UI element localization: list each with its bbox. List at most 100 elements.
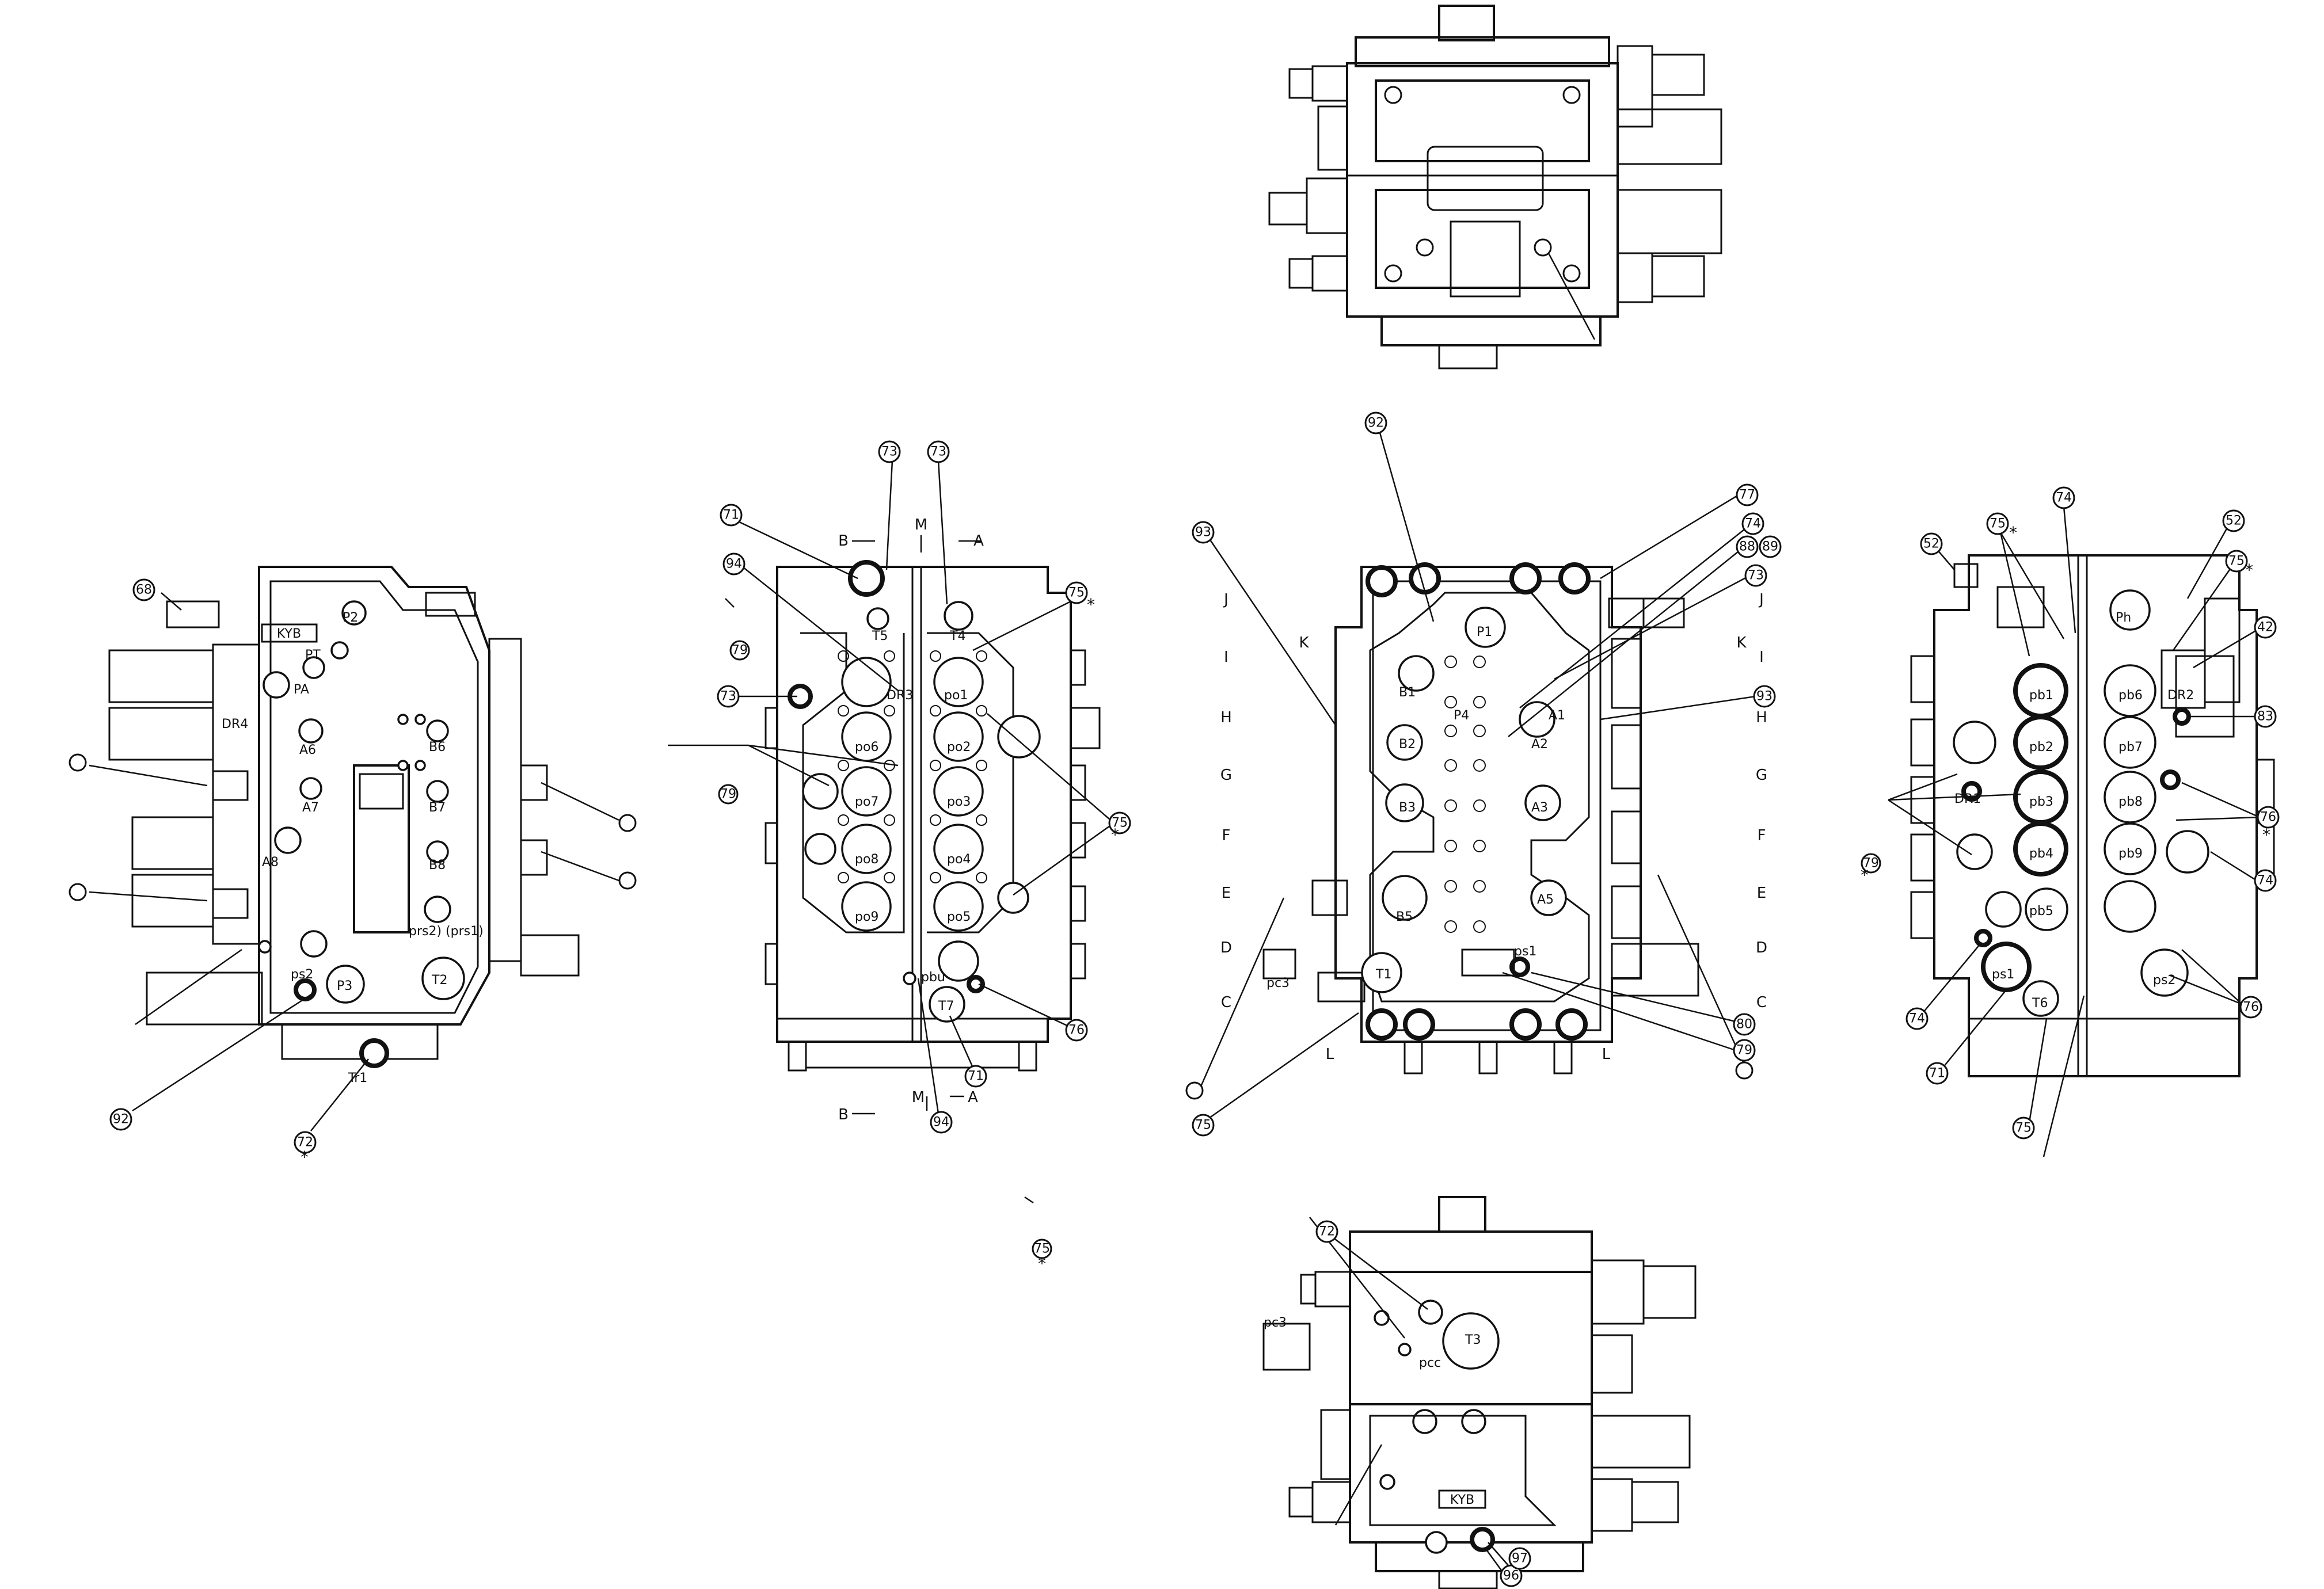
svg-text:97: 97	[1512, 1552, 1528, 1566]
section-letter: G	[1756, 767, 1767, 784]
port-label: pcc	[1419, 1356, 1441, 1370]
port-label: pbu	[921, 970, 945, 985]
port-label: ps1	[1992, 967, 2014, 982]
svg-text:73: 73	[1748, 569, 1764, 583]
callout-bubble: 77	[1736, 483, 1759, 506]
svg-text:74: 74	[1909, 1012, 1925, 1026]
star-mark: *	[301, 1148, 309, 1167]
port-label: pb9	[2118, 847, 2143, 861]
svg-text:75: 75	[1195, 1118, 1211, 1133]
svg-text:94: 94	[726, 557, 742, 571]
callout-bubble: 74	[1741, 512, 1764, 535]
section-letter: G	[1220, 767, 1232, 784]
svg-text:75: 75	[2015, 1121, 2032, 1135]
svg-text:73: 73	[881, 445, 897, 459]
section-letter: F	[1222, 827, 1231, 844]
port-label: T6	[2032, 996, 2048, 1011]
port-label: po2	[947, 740, 971, 755]
port-label: DR2	[2167, 688, 2194, 703]
port-label: P4	[1454, 708, 1469, 723]
section-letter: C	[1756, 994, 1767, 1011]
section-letter: C	[1221, 994, 1231, 1011]
left-side-view: KYB P2 PT PA DR4 B6 A6 A7 B7 A8 B8	[69, 566, 637, 1167]
section-letter: J	[1758, 591, 1764, 608]
svg-text:76: 76	[2260, 810, 2276, 825]
svg-text:76: 76	[2243, 1000, 2259, 1015]
svg-text:79: 79	[720, 787, 736, 802]
callout-bubble: 76	[2239, 996, 2262, 1019]
svg-text:71: 71	[968, 1069, 984, 1084]
port-label: po9	[855, 910, 878, 924]
section-letter: H	[1220, 709, 1232, 726]
port-label: T4	[949, 629, 965, 643]
port-label: T7	[938, 999, 954, 1013]
svg-text:79: 79	[732, 643, 748, 658]
svg-text:88: 88	[1739, 540, 1755, 554]
svg-text:77: 77	[1739, 488, 1755, 502]
callout-bubble: 75	[1192, 1114, 1215, 1137]
port-label: PT	[305, 648, 321, 662]
port-label: pb3	[2029, 795, 2053, 809]
callout-bubble: 75	[2012, 1117, 2035, 1140]
svg-text:96: 96	[1503, 1569, 1519, 1583]
port-label: P3	[337, 979, 352, 993]
port-label: po5	[947, 910, 971, 924]
port-label: pb4	[2029, 847, 2053, 861]
port-label: po1	[944, 688, 968, 703]
port-label: DR3	[887, 688, 913, 703]
callout-bubble: 71	[720, 504, 743, 527]
callout-bubble: 94	[722, 552, 745, 576]
section-letter: I	[1224, 649, 1228, 666]
port-label: DR4	[222, 717, 248, 731]
callout-bubble: 92	[1364, 411, 1387, 435]
port-label: pb2	[2029, 740, 2053, 755]
svg-text:79: 79	[1863, 856, 1879, 871]
port-label: po3	[947, 795, 971, 809]
port-label: pb1	[2029, 688, 2053, 703]
port-label: A2	[1531, 737, 1548, 752]
section-letter: J	[1223, 591, 1228, 608]
callout-bubble: 75	[1108, 811, 1131, 834]
callout-bubble: 52	[1920, 532, 1943, 555]
port-label: T3	[1465, 1333, 1481, 1347]
port-label: T1	[1375, 967, 1391, 982]
callout-bubble: 74	[2254, 869, 2277, 892]
port-label: ps2	[2153, 973, 2175, 988]
kyb-logo-bottom: KYB	[1450, 1493, 1474, 1507]
callout-bubble: 75	[1986, 512, 2009, 535]
callout-bubble: 52	[2222, 509, 2245, 532]
kyb-logo-left: KYB	[277, 627, 301, 641]
port-label: po8	[855, 852, 878, 867]
section-mark: B	[838, 1106, 849, 1123]
callout-bubble: 42	[2254, 616, 2277, 639]
port-label: ps2	[291, 967, 313, 982]
svg-text:52: 52	[2226, 514, 2242, 528]
callout-bubble: 71	[1926, 1062, 1949, 1085]
port-label: A1	[1549, 708, 1565, 723]
svg-text:72: 72	[297, 1135, 313, 1150]
callout-bubble: 72	[1315, 1220, 1338, 1243]
callout-bubble: 79	[1733, 1039, 1756, 1062]
center-view: P1 B1 P4 A1 B2 A2 B3 A3 A5 B5 T1 ps1 pc3…	[1185, 411, 1782, 1137]
star-mark: *	[2262, 825, 2270, 844]
star-mark: *	[2245, 561, 2253, 580]
port-label: PA	[294, 683, 309, 697]
port-label: pc3	[1266, 976, 1290, 990]
section-letter: I	[1759, 649, 1764, 666]
section-mark: M	[912, 1089, 925, 1106]
svg-text:75: 75	[1068, 586, 1085, 600]
port-label: B8	[429, 858, 446, 872]
port-label: A6	[299, 743, 316, 757]
port-label: B6	[429, 740, 446, 755]
callout-bubble: 93	[1192, 521, 1215, 544]
port-label: A3	[1531, 801, 1548, 815]
port-label: T2	[431, 973, 447, 988]
callout-bubble: 74	[2052, 486, 2075, 509]
section-mark: M	[915, 516, 927, 534]
port-label: A8	[262, 855, 279, 870]
port-label: B1	[1399, 685, 1416, 700]
callout-bubble: 97	[1508, 1547, 1531, 1570]
port-label: po4	[947, 852, 971, 867]
port-label: T5	[872, 629, 888, 643]
svg-text:75: 75	[1990, 517, 2006, 531]
